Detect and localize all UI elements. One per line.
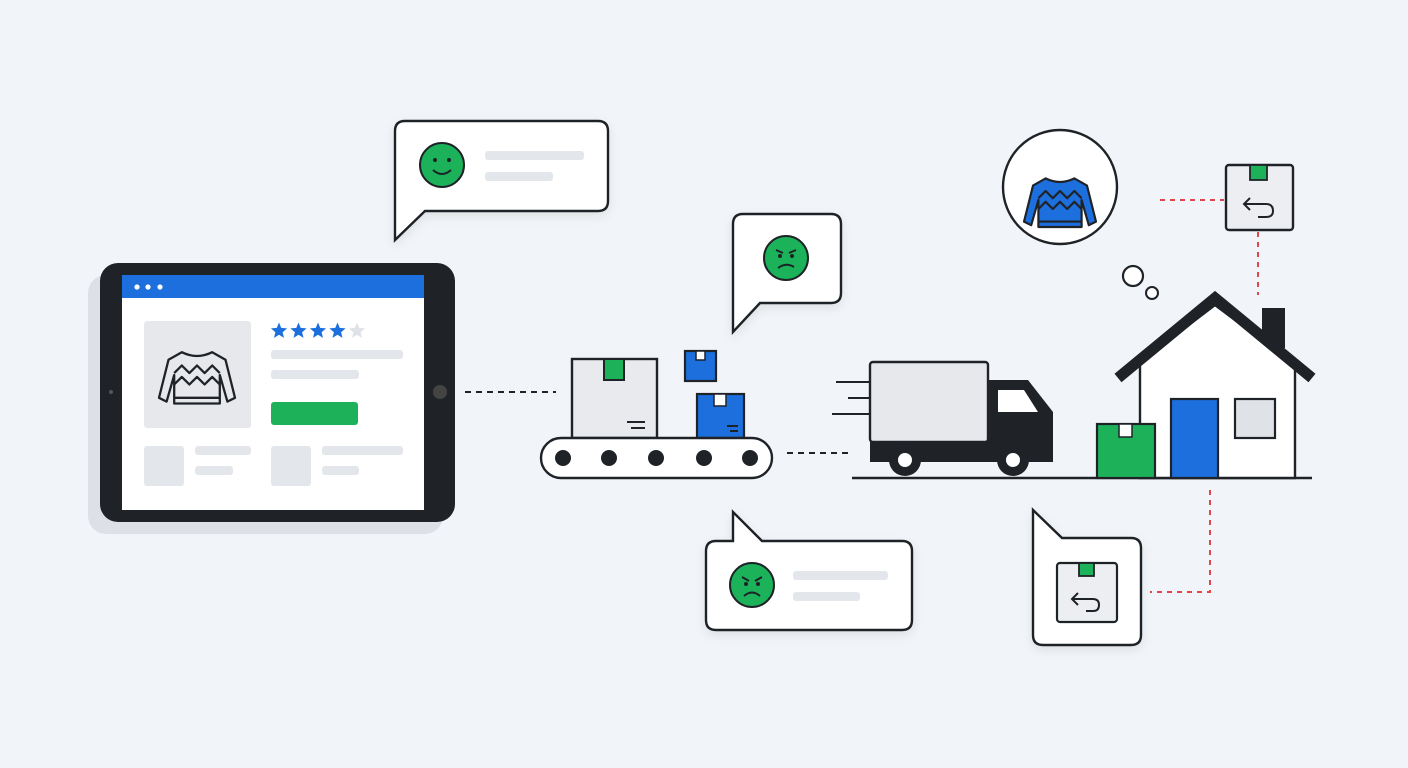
speech-bubble-angry [704,509,914,632]
star-rating [270,322,366,338]
thought-bubble [1001,128,1159,300]
window-dots [134,284,163,290]
speech-bubble-concerned [731,212,843,336]
return-arrow-icon [1070,592,1101,612]
star-filled-icon [309,322,327,338]
conveyor-belt-icon [539,349,774,480]
delivery-truck-icon [832,360,1053,476]
house-icon [1095,290,1316,480]
return-package-icon [1224,163,1295,232]
speech-bubble-return [1031,507,1143,647]
flow-connector [465,391,850,454]
related-products [144,446,403,486]
star-filled-icon [329,322,346,338]
frown-face-icon [763,235,809,281]
speech-bubble-happy [393,119,610,243]
return-arrow-icon [1242,197,1275,218]
angry-face-icon [729,562,775,608]
star-empty-icon [348,322,366,338]
return-path [1150,199,1259,593]
star-filled-icon [290,322,307,338]
star-filled-icon [270,322,288,338]
browser-header [122,275,424,298]
smiley-face-icon [419,142,465,188]
add-to-cart-button[interactable] [271,402,358,425]
product-image [144,321,251,428]
tablet [88,263,455,534]
